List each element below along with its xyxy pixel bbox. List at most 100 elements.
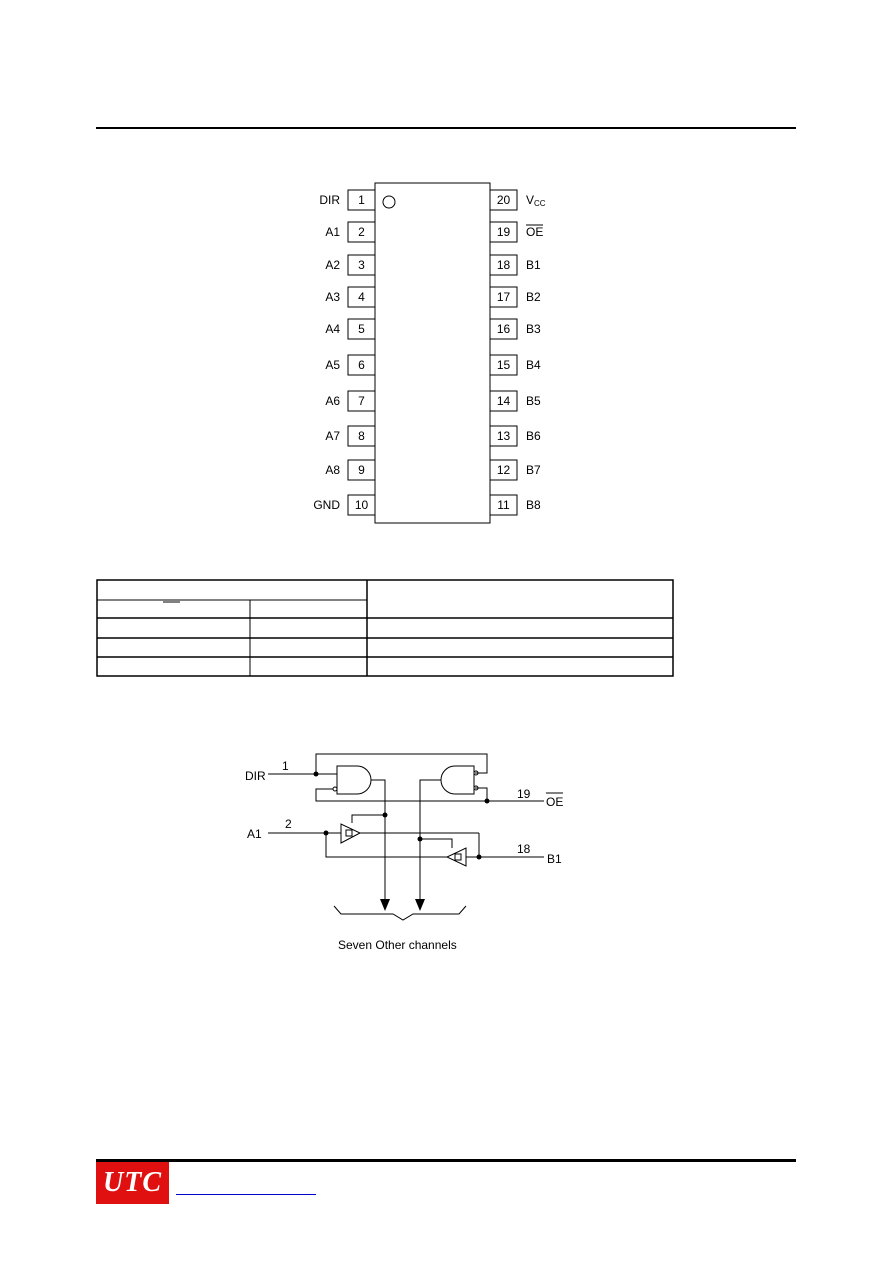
pin-label: A1: [325, 225, 340, 239]
pin-label: B4: [526, 358, 541, 372]
pin-number: 13: [497, 429, 511, 443]
table-outline: [96, 579, 674, 677]
pin-label: A3: [325, 290, 340, 304]
pin-number: 11: [497, 498, 510, 512]
pin-label-subscript: CC: [534, 199, 546, 208]
pin1-marker-icon: [382, 195, 396, 209]
pin-label: B8: [526, 498, 541, 512]
pin-right-18: 18 B1: [489, 254, 541, 276]
pin-right-12: 12 B7: [489, 459, 541, 481]
pin-number: 3: [358, 258, 365, 272]
pin-left-1: 1 DIR: [319, 189, 376, 211]
pin-label: GND: [313, 498, 340, 512]
footer-rule: [96, 1159, 796, 1162]
pin-number: 14: [497, 394, 511, 408]
pin-box: [347, 221, 376, 243]
pin-left-6: 6 A5: [325, 354, 376, 376]
footer-link[interactable]: [176, 1194, 316, 1195]
pin-box: [489, 390, 518, 412]
pin-box: [347, 354, 376, 376]
pin-left-7: 7 A6: [325, 390, 376, 412]
pin-number: 7: [358, 394, 365, 408]
pin-right-19: 19 OE: [489, 221, 543, 243]
pin-box: [489, 189, 518, 211]
pin-label: A7: [325, 429, 340, 443]
pin-box: [347, 286, 376, 308]
channels-brace: [333, 905, 467, 921]
pin-label: A6: [325, 394, 340, 408]
logic-oe-pin: 19: [517, 787, 531, 801]
pin-left-10: 10 GND: [313, 494, 376, 516]
pin-box: [489, 425, 518, 447]
pin-left-3: 3 A2: [325, 254, 376, 276]
pin-box: [489, 354, 518, 376]
pin-label: B3: [526, 322, 541, 336]
logic-a1-label: A1: [247, 827, 262, 841]
logic-caption: Seven Other channels: [338, 938, 457, 952]
buffer-a-to-b: [340, 823, 362, 844]
pin-label: A8: [325, 463, 340, 477]
pin-box: [347, 254, 376, 276]
pin-number: 16: [497, 322, 511, 336]
buffer-b-to-a: [445, 847, 467, 867]
logic-dir-pin: 1: [282, 759, 289, 773]
pin-label: B6: [526, 429, 541, 443]
pin-box: [489, 494, 518, 516]
pin-box: [489, 459, 518, 481]
logic-dir-label: DIR: [245, 769, 266, 783]
pin-box: [489, 254, 518, 276]
pin-right-16: 16 B3: [489, 318, 541, 340]
pin-number: 18: [497, 258, 511, 272]
logic-b1-label: B1: [547, 852, 562, 866]
pin-number: 4: [358, 290, 365, 304]
pin-label: OE: [526, 225, 543, 239]
pin-number: 10: [355, 498, 369, 512]
pin-number: 5: [358, 322, 365, 336]
pin-number: 9: [358, 463, 365, 477]
pin-number: 12: [497, 463, 511, 477]
and-gate-left: [336, 765, 372, 795]
utc-logo-text: UTC: [103, 1167, 162, 1198]
utc-logo: UTC: [96, 1162, 169, 1204]
pin-box: [489, 221, 518, 243]
logic-a1-pin: 2: [285, 817, 292, 831]
pin-label: B5: [526, 394, 541, 408]
pin-box: [489, 286, 518, 308]
pin-label: B1: [526, 258, 541, 272]
pin-right-11: 11 B8: [489, 494, 541, 516]
pin-box: [347, 425, 376, 447]
arrow-down-icon: [380, 899, 390, 911]
pin-label: A4: [325, 322, 340, 336]
and-gate-right: [440, 765, 475, 795]
logic-oe-label: OE: [546, 795, 563, 809]
pin-box: [347, 459, 376, 481]
pin-label: A2: [325, 258, 340, 272]
pin-number: 8: [358, 429, 365, 443]
pin-label: A5: [325, 358, 340, 372]
pin-box: [489, 318, 518, 340]
pin-left-9: 9 A8: [325, 459, 376, 481]
pin-number: 19: [497, 225, 511, 239]
pin-box: [347, 318, 376, 340]
pin-label: B7: [526, 463, 541, 477]
pin-box: [347, 390, 376, 412]
pin-label: B2: [526, 290, 541, 304]
arrow-down-icon: [415, 899, 425, 911]
pin-number: 2: [358, 225, 365, 239]
pin-number: 15: [497, 358, 511, 372]
pin-number: 20: [497, 193, 511, 207]
header-rule: [96, 127, 796, 129]
pin-left-5: 5 A4: [325, 318, 376, 340]
pin-number: 6: [358, 358, 365, 372]
pin-box: [347, 189, 376, 211]
pin-label: DIR: [319, 193, 340, 207]
pin-number: 1: [358, 193, 365, 207]
pin-left-4: 4 A3: [325, 286, 376, 308]
pin-right-13: 13 B6: [489, 425, 541, 447]
pin-right-15: 15 B4: [489, 354, 541, 376]
pin-left-8: 8 A7: [325, 425, 376, 447]
